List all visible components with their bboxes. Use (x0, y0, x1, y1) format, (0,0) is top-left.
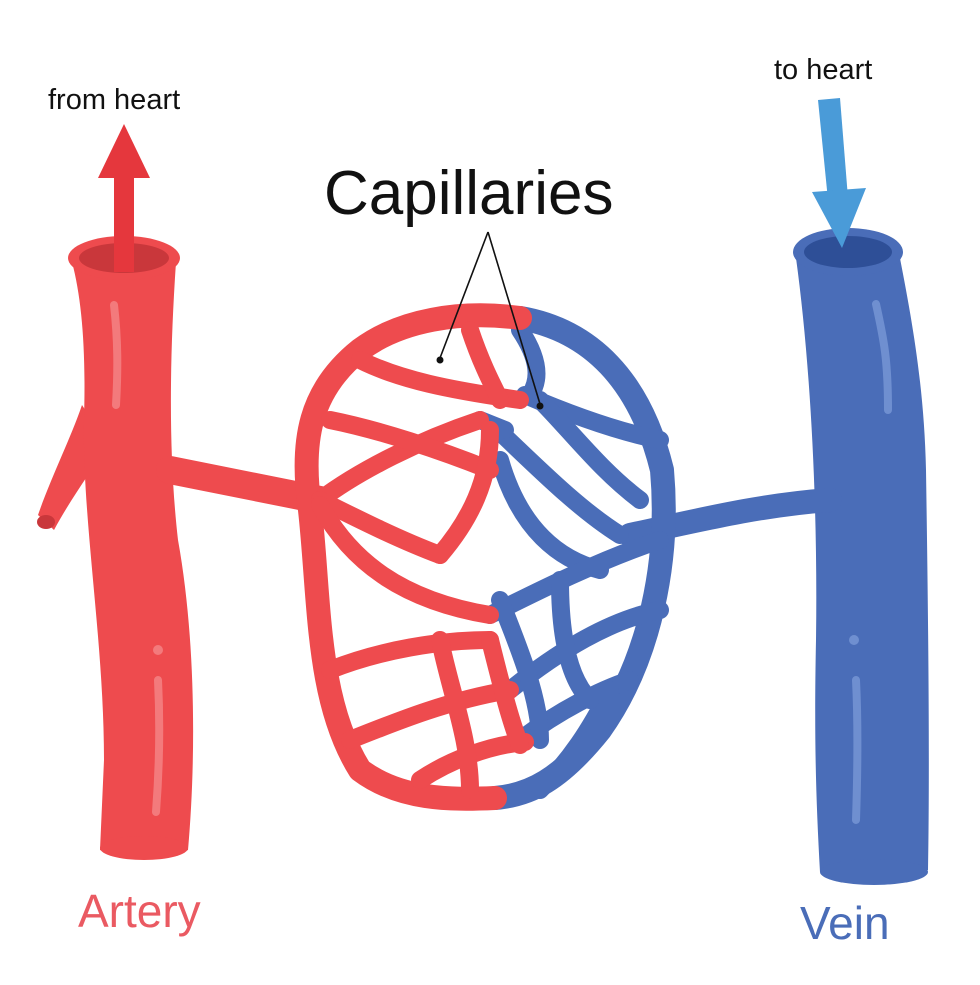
vein-highlight-upper (872, 300, 892, 414)
arteriole-3 (311, 496, 499, 624)
arteriole-10 (431, 631, 479, 799)
capillaries-title: Capillaries (324, 159, 614, 228)
venule-11 (491, 591, 549, 749)
vein-bottom-end (820, 859, 928, 885)
artery-bottom-end (100, 836, 188, 860)
artery-highlight-upper (110, 301, 122, 409)
venule-10 (551, 571, 599, 709)
callout-dot-blue (536, 402, 544, 410)
vein-highlight-dot (849, 635, 859, 645)
venule-3 (531, 391, 649, 509)
venule-1 (491, 423, 629, 544)
from-heart-arrow-shaft (114, 168, 134, 272)
vein-top-opening (804, 236, 892, 268)
artery-highlight-dot (153, 645, 163, 655)
artery-label: Artery (78, 885, 201, 937)
arteriole-6 (431, 421, 499, 564)
to-heart-arrow-head (812, 188, 866, 248)
arteriole-loop-left (294, 303, 532, 811)
capillary-venous-network (471, 306, 842, 810)
artery-highlight-lower (152, 676, 164, 816)
vein-trunk (796, 248, 929, 881)
from-heart-arrow-head (98, 124, 150, 178)
vein-label: Vein (800, 897, 890, 949)
arteriole-2 (311, 491, 449, 564)
artery-trunk (72, 262, 194, 859)
artery-side-branch-opening (37, 515, 55, 529)
venule-4 (511, 321, 546, 404)
arteriole-7 (321, 631, 499, 679)
from-heart-label: from heart (48, 84, 181, 116)
to-heart-arrow-shaft (818, 98, 848, 200)
arteriole-11 (481, 631, 529, 754)
arteriole-8 (341, 681, 519, 749)
callout-line-blue (487, 231, 541, 405)
capillary-arterial-network (156, 303, 534, 811)
to-heart-label: to heart (774, 54, 873, 86)
artery (37, 236, 194, 860)
capillaries-callout (436, 231, 544, 410)
to-heart-arrow (812, 98, 866, 248)
from-heart-arrow (98, 124, 150, 272)
callout-dot-red (436, 356, 444, 364)
callout-line-red (439, 231, 489, 359)
vein-highlight-lower (852, 676, 862, 824)
arteriole-1 (311, 411, 489, 509)
arteriole-4 (321, 411, 499, 479)
venule-9 (531, 681, 619, 799)
arteriole-12 (461, 321, 509, 409)
vein (793, 228, 929, 885)
